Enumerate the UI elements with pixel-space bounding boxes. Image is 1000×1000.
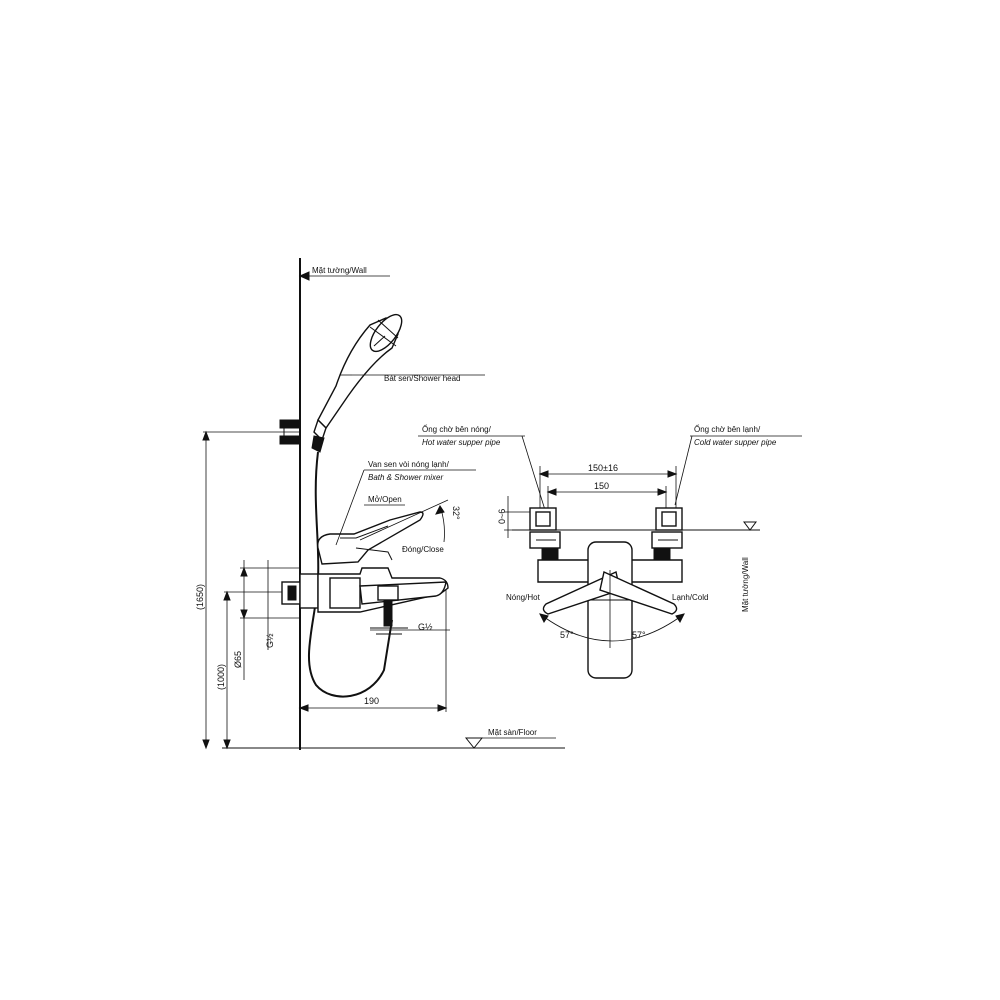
mixer-height-value: (1000) — [216, 664, 226, 690]
cold-connector — [651, 507, 683, 561]
hot-pipe-label-line2: Hot water supper pipe — [422, 438, 501, 447]
shower-hose — [308, 451, 393, 698]
mixer-label-line1: Van sen vòi nóng lạnh/ — [368, 460, 450, 469]
thread-wall-value: G½ — [265, 633, 275, 648]
depth-value: 190 — [364, 696, 379, 706]
dimension-mixer-height: (1000) — [216, 590, 300, 750]
hot-pipe-label-group: Ống chờ bên nóng/ Hot water supper pipe — [418, 424, 546, 511]
spacing-inner-value: 150 — [594, 481, 609, 491]
cold-pipe-label-line2: Cold water supper pipe — [694, 438, 777, 447]
outlet-thread-dimension: G½ — [370, 622, 450, 632]
total-height-value: (1650) — [195, 584, 205, 610]
bath-shower-mixer — [299, 511, 449, 635]
hot-pipe-label-line1: Ống chờ bên nóng/ — [422, 424, 492, 434]
wall-bracket — [279, 419, 301, 445]
offset-dimension: 0~6 — [497, 496, 530, 538]
shower-head-label-group: Bát sen/Shower head — [340, 374, 485, 383]
mixer-label-line2: Bath & Shower mixer — [368, 473, 443, 482]
wall-flange: Ø65 G½ — [233, 560, 301, 680]
wall-right-label: Mặt tường/Wall — [741, 557, 750, 612]
angle-left-value: 57° — [560, 630, 574, 640]
thread-outlet-value: G½ — [418, 622, 433, 632]
close-label: Đóng/Close — [402, 545, 444, 554]
diameter-value: Ø65 — [233, 651, 243, 668]
depth-dimension: 190 — [298, 590, 448, 712]
lever-angle-indicator: 32° — [359, 499, 461, 543]
open-angle-value: 32° — [451, 506, 461, 520]
wall-label-group: Mặt tường/Wall — [298, 266, 390, 281]
cold-pipe-label-line1: Ống chờ bên lạnh/ — [694, 424, 761, 434]
shower-head — [311, 313, 403, 453]
angle-right-value: 57° — [632, 630, 646, 640]
shower-head-label: Bát sen/Shower head — [384, 374, 461, 383]
floor-label-group: Mặt sàn/Floor — [464, 728, 556, 749]
spacing-inner-dimension: 150 — [546, 481, 668, 512]
mixer-label-group: Van sen vòi nóng lạnh/ Bath & Shower mix… — [335, 460, 476, 546]
mixer-front-body — [537, 541, 683, 679]
spacing-outer-dimension: 150±16 — [538, 463, 678, 510]
floor-label: Mặt sàn/Floor — [488, 728, 537, 737]
level-triangle-icon — [743, 521, 757, 531]
offset-value: 0~6 — [497, 509, 507, 524]
rotation-arc: 57° 57° — [539, 570, 685, 648]
cold-label: Lạnh/Cold — [672, 593, 708, 602]
hot-label: Nóng/Hot — [506, 593, 541, 602]
cold-pipe-label-group: Ống chờ bên lạnh/ Cold water supper pipe — [674, 424, 802, 506]
side-elevation-view: Mặt tường/Wall (1650) (1000) Ø65 — [195, 258, 565, 750]
open-label: Mở/Open — [368, 495, 402, 504]
front-view: Mặt tường/Wall Ống chờ bên nóng/ Hot wat… — [418, 424, 802, 679]
level-triangle-icon — [464, 737, 484, 749]
wall-label: Mặt tường/Wall — [312, 266, 367, 275]
spacing-outer-value: 150±16 — [588, 463, 618, 473]
